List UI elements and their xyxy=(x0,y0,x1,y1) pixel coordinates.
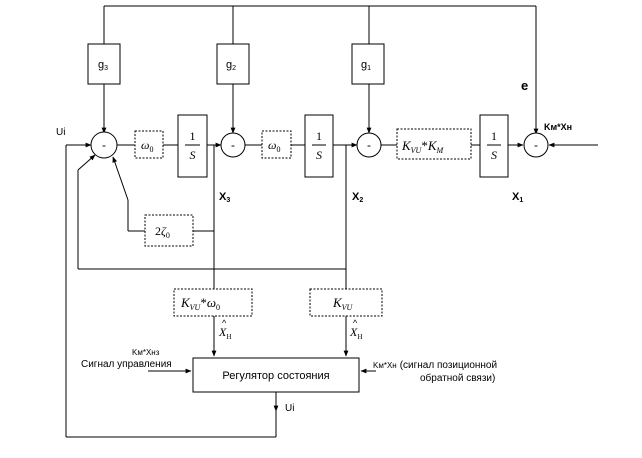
svg-text:g2: g2 xyxy=(226,59,236,72)
svg-text:2ζ0: 2ζ0 xyxy=(155,224,170,240)
kvu-block: KVU xyxy=(309,288,383,317)
gain-g3-block: g3 xyxy=(87,43,121,85)
km-xhz-label: Kм*Xнз xyxy=(132,348,160,357)
damping-loop xyxy=(112,145,215,232)
sum-junction-2: - xyxy=(220,132,246,158)
gain-g1-block: g1 xyxy=(351,43,385,85)
gain-g2-block: g2 xyxy=(216,43,250,85)
svg-text:g1: g1 xyxy=(361,59,371,72)
integrator-block-2: 1 S xyxy=(304,114,334,178)
svg-text:-: - xyxy=(534,138,538,152)
feedback-label-line2: обратной связи) xyxy=(420,372,495,384)
ui-top-label: Ui xyxy=(56,127,65,138)
omega0-block-2: ω0 xyxy=(261,130,292,159)
omega0-block-1: ω0 xyxy=(134,130,164,159)
svg-text:1: 1 xyxy=(190,129,196,143)
svg-text:KVU*ω0: KVU*ω0 xyxy=(180,295,220,312)
xhat-a-label: XН xyxy=(218,325,231,341)
svg-text:-: - xyxy=(102,138,106,152)
svg-text:ω0: ω0 xyxy=(141,138,153,154)
svg-text:Регулятор состояния: Регулятор состояния xyxy=(222,370,329,382)
svg-text:ω0: ω0 xyxy=(268,138,280,154)
svg-text:S: S xyxy=(491,148,497,162)
feedback-label-line1: Kм*Xн(сигнал позиционной xyxy=(373,360,497,371)
damping-block: 2ζ0 xyxy=(144,214,194,247)
xhat-b-label: XН xyxy=(349,325,362,341)
integrator-block-1: 1 S xyxy=(177,114,208,178)
svg-text:KVU: KVU xyxy=(332,295,354,312)
error-label: e xyxy=(521,78,528,93)
top-feedback-bus xyxy=(103,5,539,135)
x2-label: X2 xyxy=(352,191,363,204)
x2-feedback-loop xyxy=(77,145,347,289)
svg-text:S: S xyxy=(316,148,322,162)
sum-junction-4: - xyxy=(523,132,549,158)
xhat-a-hat: ^ xyxy=(222,318,227,328)
sum-junction-1: - xyxy=(90,131,118,159)
xhat-b-hat: ^ xyxy=(353,318,358,328)
km-xh-input-label: Kм*Xн xyxy=(544,122,572,132)
svg-text:1: 1 xyxy=(491,129,497,143)
sum-junction-3: - xyxy=(356,132,382,158)
x1-label: X1 xyxy=(512,191,523,204)
svg-text:-: - xyxy=(367,138,371,152)
svg-text:S: S xyxy=(190,148,196,162)
kvu-omega0-block: KVU*ω0 xyxy=(173,288,253,317)
control-signal-label: Сигнал управления xyxy=(81,359,172,370)
integrator-block-3: 1 S xyxy=(479,114,509,178)
ui-bottom-label: Ui xyxy=(285,403,294,414)
svg-text:KVU*KM: KVU*KM xyxy=(401,138,445,155)
svg-text:g3: g3 xyxy=(98,59,108,72)
kvu-km-block: KVU*KM xyxy=(396,128,472,160)
control-output-loop xyxy=(65,145,279,438)
svg-text:1: 1 xyxy=(316,129,322,143)
state-regulator-block: Регулятор состояния xyxy=(192,357,360,393)
svg-text:-: - xyxy=(231,138,235,152)
x3-label: X3 xyxy=(219,191,230,204)
